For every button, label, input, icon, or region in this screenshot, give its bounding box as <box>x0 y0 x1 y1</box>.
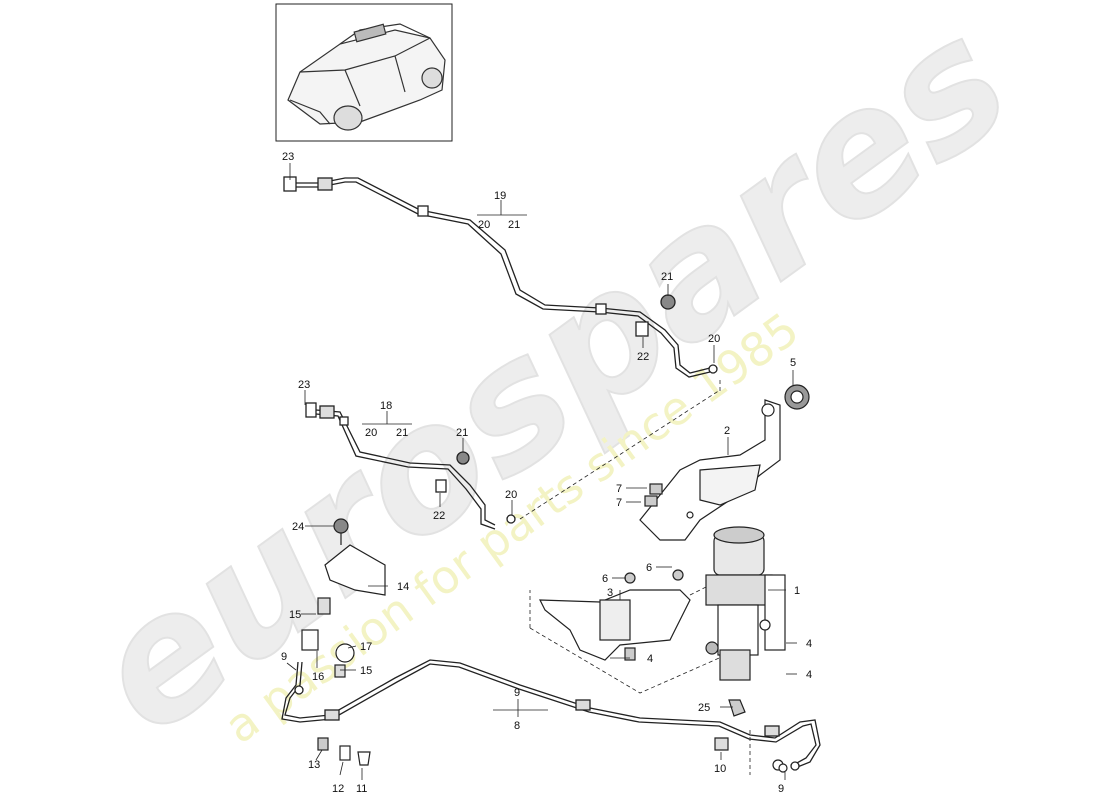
watermark-brand: eurospares <box>58 0 1044 773</box>
leaders-upper <box>289 163 715 363</box>
callout-20-middle-sub: 20 <box>365 427 377 439</box>
callout-2: 2 <box>724 425 730 437</box>
callout-20-middle: 20 <box>505 489 517 501</box>
callout-3: 3 <box>607 587 613 599</box>
callout-8: 8 <box>514 720 520 732</box>
lower-hardware <box>317 699 788 773</box>
callout-6b: 6 <box>646 562 652 574</box>
callout-15-b: 15 <box>360 665 372 677</box>
callout-22-middle: 22 <box>433 510 445 522</box>
callout-18: 18 <box>380 400 392 412</box>
callout-labels: 23 19 20 21 21 22 20 23 18 20 21 21 22 2… <box>281 151 812 795</box>
callout-21-middle: 21 <box>456 427 468 439</box>
callout-24: 24 <box>292 521 304 533</box>
heat-shield <box>317 518 386 615</box>
callout-22-upper: 22 <box>637 351 649 363</box>
callout-10: 10 <box>714 763 726 775</box>
callout-17: 17 <box>360 641 372 653</box>
car-icon <box>287 23 446 131</box>
callout-25: 25 <box>698 702 710 714</box>
callout-14: 14 <box>397 581 409 593</box>
callout-9a: 9 <box>281 651 287 663</box>
callout-23-middle: 23 <box>298 379 310 391</box>
callout-15-a: 15 <box>289 609 301 621</box>
callout-4c: 4 <box>647 653 653 665</box>
callout-12: 12 <box>332 783 344 795</box>
callout-21-upper: 21 <box>661 271 673 283</box>
callout-21-upper-sub: 21 <box>508 219 520 231</box>
callout-1: 1 <box>794 585 800 597</box>
callout-20-upper: 20 <box>708 333 720 345</box>
pedal-bracket <box>539 569 691 661</box>
callout-16: 16 <box>312 671 324 683</box>
callout-21-middle-sub: 21 <box>396 427 408 439</box>
vehicle-thumbnail <box>275 3 453 142</box>
callout-4a: 4 <box>806 638 812 650</box>
lower-fluid-line <box>281 659 821 771</box>
leaders-middle <box>304 390 513 515</box>
clutch-master-cylinder <box>705 526 786 681</box>
callout-9c: 9 <box>778 783 784 795</box>
callout-7a: 7 <box>616 483 622 495</box>
callout-5: 5 <box>790 357 796 369</box>
callout-9b: 9 <box>514 687 520 699</box>
callout-6a: 6 <box>602 573 608 585</box>
callout-13: 13 <box>308 759 320 771</box>
middle-fluid-line <box>305 402 516 530</box>
callout-19: 19 <box>494 190 506 202</box>
line-clips <box>301 629 355 678</box>
callout-7b: 7 <box>616 497 622 509</box>
callout-11: 11 <box>356 783 367 795</box>
callout-20-upper-sub: 20 <box>478 219 490 231</box>
watermark: eurospares a passion for parts since 198… <box>57 0 1045 774</box>
bracket-assembly <box>639 384 810 541</box>
callout-23-upper: 23 <box>282 151 294 163</box>
leaders-lower <box>286 370 797 780</box>
callout-4b: 4 <box>806 669 812 681</box>
upper-fluid-line <box>283 176 718 378</box>
